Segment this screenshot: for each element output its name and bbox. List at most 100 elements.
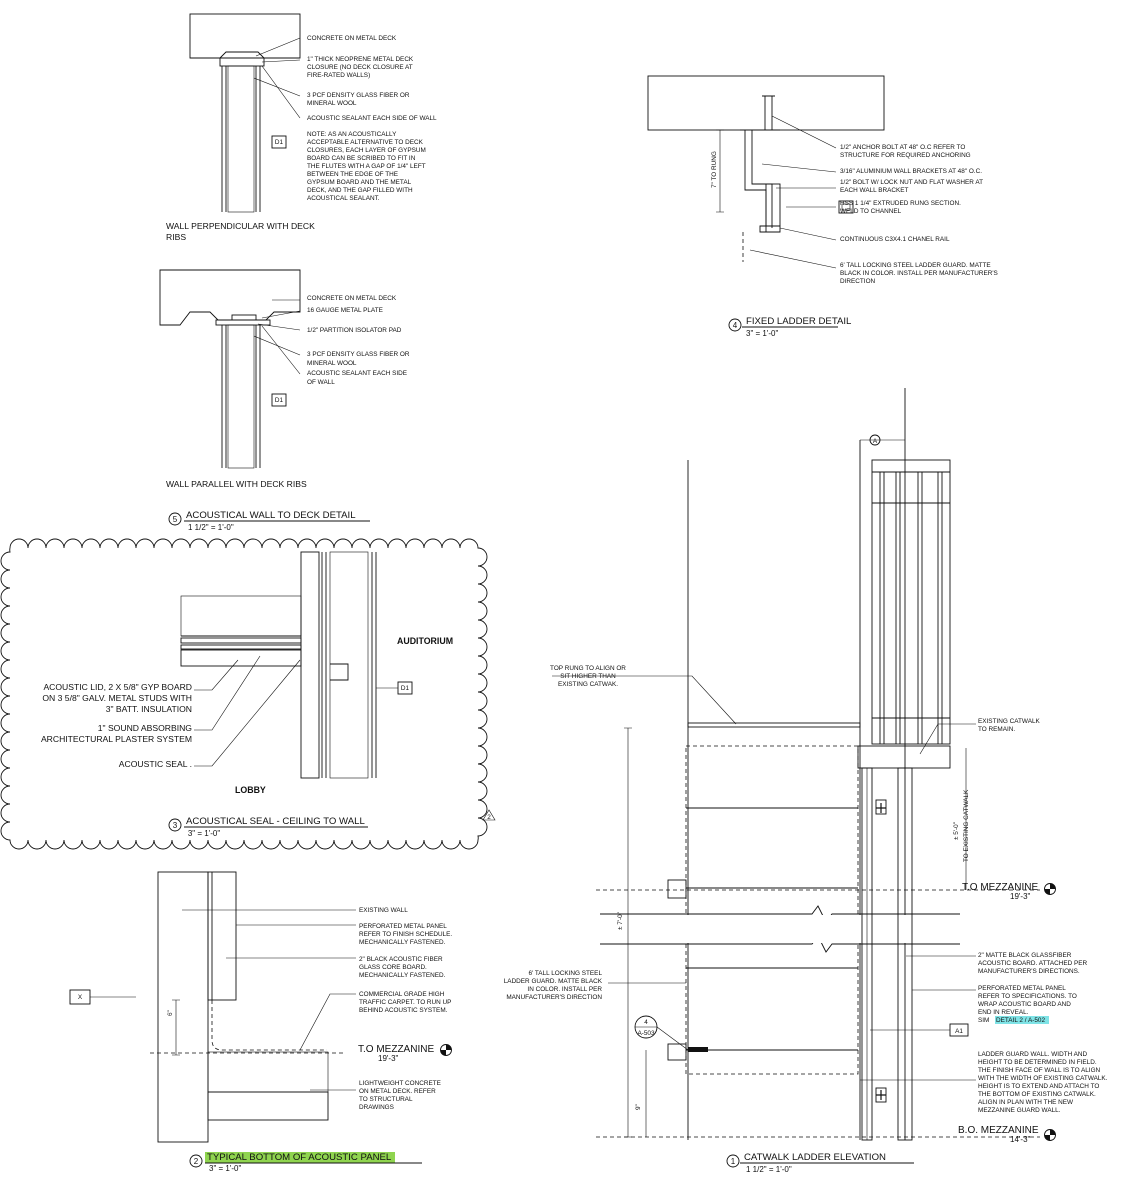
detail5-number: 5 bbox=[173, 515, 178, 524]
detail1-title: CATWALK LADDER ELEVATION bbox=[744, 1152, 886, 1163]
d5-top-note-15: ACOUSTICAL SEALANT. bbox=[307, 195, 380, 202]
level-name-d2: T.O MEZZANINE bbox=[358, 1044, 434, 1055]
d1-left2-note-3: MANUFACTURER'S DIRECTION bbox=[506, 994, 602, 1001]
dim-left: ± 7'-0" bbox=[617, 912, 624, 930]
d5-top-note-6: ACOUSTIC SEALANT EACH SIDE OF WALL bbox=[307, 115, 437, 122]
d1-left2-note-1: LADDER GUARD. MATTE BLACK bbox=[504, 978, 603, 985]
wall-bracket bbox=[744, 130, 773, 232]
d2-note-7: COMMERCIAL GRADE HIGH bbox=[359, 991, 445, 998]
wall-tag-label-2: D1 bbox=[275, 397, 284, 404]
d5-bottom-note-1: 16 GAUGE METAL PLATE bbox=[307, 307, 383, 314]
d1-right-note-6: REFER TO SPECIFICATIONS. TO bbox=[978, 993, 1077, 1000]
d3-note-3: 1" SOUND ABSORBING bbox=[98, 723, 193, 733]
d1-right-note-1: TO REMAIN. bbox=[978, 726, 1015, 733]
d3-note-0: ACOUSTIC LID, 2 X 5/8" GYP BOARD bbox=[43, 682, 192, 692]
d5-top-note-4: 3 PCF DENSITY GLASS FIBER OR bbox=[307, 92, 410, 99]
detail4-number: 4 bbox=[733, 321, 738, 330]
d4-note-9: BLACK IN COLOR. INSTALL PER MANUFACTURER… bbox=[840, 270, 998, 277]
d1-right-note-15: ALIGN IN PLAN WITH THE NEW bbox=[978, 1099, 1074, 1106]
d4-note-3: 1/2" BOLT W/ LOCK NUT AND FLAT WASHER AT bbox=[840, 179, 983, 186]
d2-note-13: DRAWINGS bbox=[359, 1104, 394, 1111]
catwalk-railing bbox=[871, 459, 951, 745]
d5-bottom-note-6: OF WALL bbox=[307, 379, 335, 386]
d4-note-8: 6' TALL LOCKING STEEL LADDER GUARD. MATT… bbox=[840, 262, 991, 269]
ref-sheet: A-503 bbox=[637, 1030, 654, 1037]
d2-note-8: TRAFFIC CARPET. TO RUN UP bbox=[359, 999, 451, 1006]
d2-note-0: EXISTING WALL bbox=[359, 907, 408, 914]
d2-note-5: GLASS CORE BOARD. bbox=[359, 964, 427, 971]
detail1-scale: 1 1/2" = 1'-0" bbox=[746, 1165, 792, 1174]
detail-4: 7" TO RUNG 1/2" ANCHOR BOLT AT 48" O.C R… bbox=[647, 75, 998, 338]
concrete-slab-2 bbox=[159, 269, 301, 326]
detail3-scale: 3" = 1'-0" bbox=[188, 829, 220, 838]
detail5-title: ACOUSTICAL WALL TO DECK DETAIL bbox=[186, 510, 356, 521]
detail2-title: TYPICAL BOTTOM OF ACOUSTIC PANEL bbox=[207, 1152, 392, 1163]
wall-tag bbox=[271, 135, 287, 149]
existing-wall bbox=[157, 871, 209, 1143]
sim-detail-highlight bbox=[995, 1016, 1049, 1024]
carpet-line bbox=[211, 1000, 327, 1051]
detail4-title: FIXED LADDER DETAIL bbox=[746, 316, 852, 327]
d5-top-note-9: CLOSURES, EACH LAYER OF GYPSUM bbox=[307, 147, 426, 154]
sim-detail-prefix: SIM bbox=[978, 1017, 989, 1024]
d5-top-note-14: DECK, AND THE GAP FILLED WITH bbox=[307, 187, 413, 194]
d4-note-4: EACH WALL BRACKET bbox=[840, 187, 909, 194]
rung-section bbox=[838, 200, 854, 214]
dim-6in: 6" bbox=[167, 1010, 174, 1016]
d3-note-5: ACOUSTIC SEAL . bbox=[119, 759, 192, 769]
d5-bottom-note-3: 3 PCF DENSITY GLASS FIBER OR bbox=[307, 351, 410, 358]
d4-note-10: DIRECTION bbox=[840, 278, 876, 285]
d5-top-note-8: ACCEPTABLE ALTERNATIVE TO DECK bbox=[307, 139, 424, 146]
detail4-scale: 3" = 1'-0" bbox=[746, 329, 778, 338]
d4-note-1: STRUCTURE FOR REQUIRED ANCHORING bbox=[840, 152, 971, 159]
d1-right-note-7: WRAP ACOUSTIC BOARD AND bbox=[978, 1001, 1071, 1008]
d5-top-note-3: FIRE-RATED WALLS) bbox=[307, 72, 370, 79]
revision-triangle bbox=[482, 809, 496, 821]
d1-right-note-9: LADDER GUARD WALL. WIDTH AND bbox=[978, 1051, 1088, 1058]
dim-rung-2: TO EXISTING CATWALK bbox=[963, 789, 970, 862]
d1-right-note-11: THE FINISH FACE OF WALL IS TO ALIGN bbox=[978, 1067, 1101, 1074]
room-label-auditorium: AUDITORIUM bbox=[397, 636, 453, 646]
d5-top-note-11: THE FLUTES WITH A GAP OF 1/4" LEFT bbox=[307, 163, 426, 170]
d2-note-2: REFER TO FINISH SCHEDULE. bbox=[359, 931, 452, 938]
concrete-slab bbox=[189, 13, 301, 59]
structure-hatch bbox=[647, 75, 885, 131]
level1-value: 19'-3" bbox=[1010, 892, 1031, 901]
d5-top-note-12: BETWEEN THE EDGE OF THE bbox=[307, 171, 398, 178]
d1-right-note-14: THE BOTTOM OF EXISTING CATWALK. bbox=[978, 1091, 1096, 1098]
plus-bracket-icon bbox=[876, 803, 886, 1100]
d5-top-note-1: 1" THICK NEOPRENE METAL DECK bbox=[307, 56, 414, 63]
d5-bottom-note-0: CONCRETE ON METAL DECK bbox=[307, 295, 397, 302]
detail2-number: 2 bbox=[194, 1157, 199, 1166]
detail-3: AUDITORIUM LOBBY D1 ACOUSTIC LID, 2 X 5/… bbox=[0, 538, 496, 850]
d2-note-4: 2" BLACK ACOUSTIC FIBER bbox=[359, 956, 443, 963]
section-tag-x-label: X bbox=[78, 994, 83, 1001]
level-marker-icon-2 bbox=[1044, 883, 1056, 1141]
detail5-top-caption-2: RIBS bbox=[166, 232, 186, 242]
level1-name: T.O MEZZANINE bbox=[962, 882, 1038, 893]
d2-note-3: MECHANICALLY FASTENED. bbox=[359, 939, 446, 946]
ladder-guard bbox=[685, 745, 859, 1075]
detail1-number: 1 bbox=[731, 1157, 736, 1166]
d5-bottom-note-5: ACOUSTIC SEALANT EACH SIDE bbox=[307, 370, 407, 377]
sim-detail-link[interactable]: DETAIL 2 / A-502 bbox=[996, 1017, 1045, 1024]
d3-note-4: ARCHITECTURAL PLASTER SYSTEM bbox=[41, 734, 192, 744]
detail5-bottom-notes: CONCRETE ON METAL DECK 16 GAUGE METAL PLA… bbox=[307, 295, 410, 386]
catwalk-deck bbox=[857, 745, 951, 769]
room-label-lobby: LOBBY bbox=[235, 785, 266, 795]
revision-cloud bbox=[0, 538, 488, 850]
d1-right-note-16: MEZZANINE GUARD WALL. bbox=[978, 1107, 1061, 1114]
section-tag-a: A bbox=[873, 438, 878, 445]
d5-top-note-13: GYPSUM BOARD AND THE METAL bbox=[307, 179, 412, 186]
d1-left-note-0: TOP RUNG TO ALIGN OR bbox=[550, 665, 626, 672]
d1-right-note-8: END IN REVEAL. bbox=[978, 1009, 1029, 1016]
d3-note-2: 3" BATT. INSULATION bbox=[106, 704, 192, 714]
d3-note-1: ON 3 5/8" GALV. METAL STUDS WITH bbox=[42, 693, 192, 703]
d1-left-note-2: EXISTING CATWAK. bbox=[558, 681, 618, 688]
detail2-scale: 3" = 1'-0" bbox=[209, 1164, 241, 1173]
d5-top-note-10: BOARD CAN BE SCRIBED TO FIT IN bbox=[307, 155, 416, 162]
d4-note-7: CONTINUOUS C3X4.1 CHANEL RAIL bbox=[840, 236, 950, 243]
